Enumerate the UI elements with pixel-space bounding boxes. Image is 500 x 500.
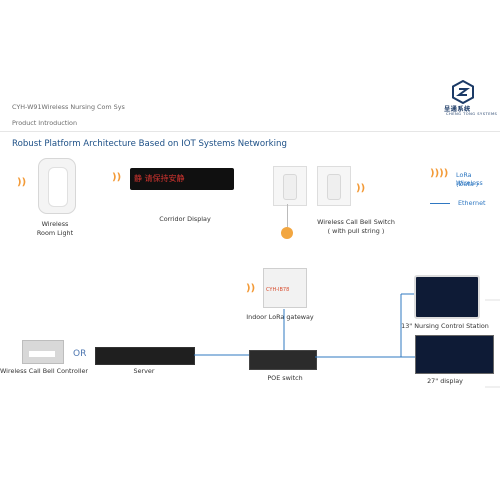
call-bell-switch-device-2: [317, 166, 351, 206]
company-logo-text: 呈通系统: [444, 106, 471, 113]
wireless-signal-icon: )): [356, 183, 366, 194]
room-light-label-2: Room Light: [36, 229, 74, 237]
display-27-label: 27" display: [427, 377, 463, 385]
call-bell-switch-label-1: Wireless Call Bell Switch: [317, 218, 395, 226]
legend-lora-line2: (Data ): [456, 180, 479, 188]
gateway-label: Indoor LoRa gateway: [246, 313, 314, 321]
company-logo-sub: CHENG TONG SYSTEMS: [446, 112, 498, 116]
section-title: Robust Platform Architecture Based on IO…: [12, 139, 287, 149]
header-subtitle: Product Introduction: [12, 119, 77, 127]
server-device: [95, 347, 195, 365]
server-label: Server: [133, 367, 155, 375]
header-title: CYH-W91Wireless Nursing Com Sys: [12, 103, 125, 111]
legend-ethernet-line: [430, 203, 450, 204]
legend-ethernet: Ethernet: [458, 199, 486, 207]
call-bell-controller-device: [22, 340, 64, 364]
poe-switch-label: POE switch: [267, 374, 303, 382]
gateway-brand-label: CYH-IB78: [266, 287, 290, 293]
wireless-signal-icon: )): [246, 283, 256, 294]
legend-lora-line1: LoRa Wireless: [456, 171, 483, 187]
call-bell-switch-device: [273, 166, 307, 206]
lora-gateway-device: CYH-IB78: [263, 268, 307, 308]
or-label: OR: [73, 349, 87, 359]
controller-label: Wireless Call Bell Controller: [0, 367, 89, 375]
lora-wireless-icon: )))): [430, 168, 449, 179]
display-27-device: [415, 335, 494, 374]
nursing-station-label: 13" Nursing Control Station: [401, 322, 489, 330]
call-bell-switch-label-2: ( with pull string ): [327, 227, 385, 235]
corridor-display-device: 静 请保持安静: [130, 168, 234, 190]
poe-switch-device: [249, 350, 317, 370]
pull-handle: [281, 227, 293, 239]
corridor-display-label: Corridor Display: [159, 215, 211, 223]
room-light-device: [38, 158, 76, 214]
room-light-label-1: Wireless: [41, 220, 69, 228]
company-logo-icon: [452, 80, 474, 104]
corridor-display-text: 静 请保持安静: [134, 174, 185, 183]
nursing-station-device: [414, 275, 480, 319]
pull-string: [287, 204, 288, 227]
wireless-signal-icon: )): [17, 177, 27, 188]
header-divider: [0, 131, 500, 132]
wireless-signal-icon: )): [112, 172, 122, 183]
